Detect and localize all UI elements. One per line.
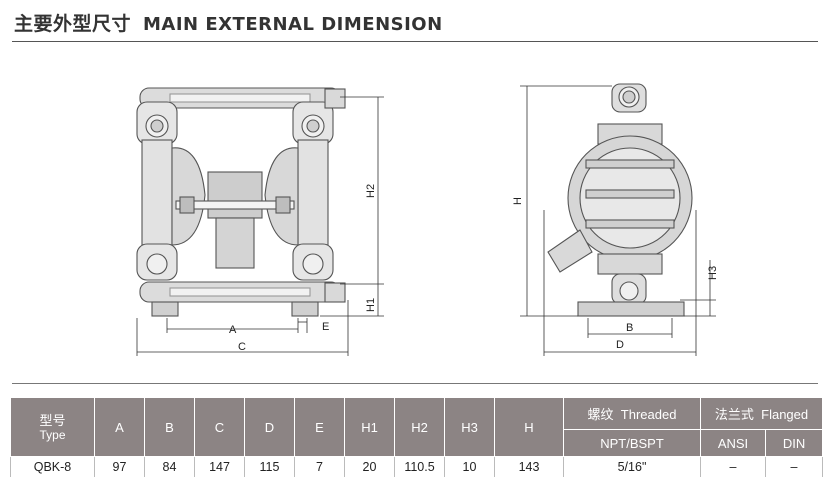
cell-E: 7 bbox=[295, 457, 345, 477]
header-ansi: ANSI bbox=[701, 430, 766, 457]
cell-H1: 20 bbox=[345, 457, 395, 477]
dim-label-H2: H2 bbox=[365, 184, 377, 198]
dim-label-E: E bbox=[322, 321, 329, 333]
pump-drawings: A E C H2 H1 H H3 B D bbox=[0, 44, 830, 374]
dim-label-D: D bbox=[616, 339, 624, 351]
page-title: 主要外型尺寸 MAIN EXTERNAL DIMENSION bbox=[14, 9, 443, 36]
header-E: E bbox=[295, 398, 345, 457]
header-B: B bbox=[145, 398, 195, 457]
cell-D: 115 bbox=[245, 457, 295, 477]
cell-A: 97 bbox=[95, 457, 145, 477]
header-H3: H3 bbox=[445, 398, 495, 457]
cell-H3: 10 bbox=[445, 457, 495, 477]
title-cn: 主要外型尺寸 bbox=[14, 14, 131, 35]
cell-C: 147 bbox=[195, 457, 245, 477]
dim-label-B: B bbox=[626, 322, 633, 334]
table-row: QBK-8 97 84 147 115 7 20 110.5 10 143 5/… bbox=[11, 457, 823, 477]
title-en: MAIN EXTERNAL DIMENSION bbox=[143, 14, 443, 35]
header-H: H bbox=[495, 398, 564, 457]
pump-front-view bbox=[137, 88, 345, 316]
pump-side-view bbox=[548, 84, 692, 316]
header-H2: H2 bbox=[395, 398, 445, 457]
header-threaded: 螺纹 Threaded bbox=[564, 398, 701, 430]
dim-label-H1: H1 bbox=[365, 298, 377, 312]
dim-label-H: H bbox=[512, 197, 524, 205]
cell-type: QBK-8 bbox=[11, 457, 95, 477]
table-divider bbox=[12, 383, 818, 384]
cell-ansi: – bbox=[701, 457, 766, 477]
header-C: C bbox=[195, 398, 245, 457]
header-npt: NPT/BSPT bbox=[564, 430, 701, 457]
cell-B: 84 bbox=[145, 457, 195, 477]
cell-npt: 5/16" bbox=[564, 457, 701, 477]
dim-label-A: A bbox=[229, 324, 237, 336]
dim-label-C: C bbox=[238, 341, 246, 353]
header-flanged: 法兰式 Flanged bbox=[701, 398, 823, 430]
cell-H2: 110.5 bbox=[395, 457, 445, 477]
header-D: D bbox=[245, 398, 295, 457]
header-H1: H1 bbox=[345, 398, 395, 457]
cell-H: 143 bbox=[495, 457, 564, 477]
header-A: A bbox=[95, 398, 145, 457]
header-din: DIN bbox=[766, 430, 823, 457]
cell-din: – bbox=[766, 457, 823, 477]
dim-label-H3: H3 bbox=[707, 266, 719, 280]
top-divider bbox=[12, 41, 818, 42]
